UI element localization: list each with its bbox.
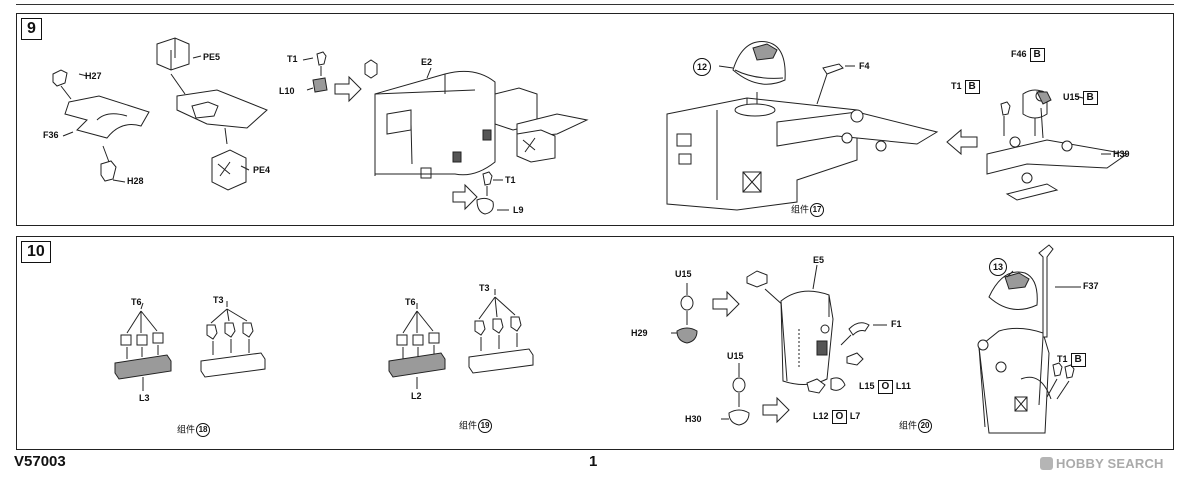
part-label-l3: L3 xyxy=(139,393,150,403)
assembly-number: 18 xyxy=(196,423,211,437)
step-number: 10 xyxy=(21,241,51,263)
part-label-h30: H30 xyxy=(685,414,702,424)
part-label-l15: L15 xyxy=(859,381,875,391)
page-number: 1 xyxy=(589,453,598,470)
part-label-l10: L10 xyxy=(279,86,295,96)
part-label-t3: T3 xyxy=(479,283,490,293)
sprue-tag: B xyxy=(1070,353,1086,367)
part-label-e5: E5 xyxy=(813,255,825,265)
part-label-f46: F46 xyxy=(1011,49,1027,59)
step-number: 9 xyxy=(21,18,42,40)
assembly-prefix: 组件 xyxy=(899,420,918,431)
sprue-tag: B xyxy=(964,80,980,94)
part-label-pe4: PE4 xyxy=(253,165,271,175)
part-label-h27: H27 xyxy=(85,71,102,81)
part-label-t3: T3 xyxy=(213,295,224,305)
part-label-pe5: PE5 xyxy=(203,52,221,62)
subassembly-number-13: 13 xyxy=(989,258,1007,276)
part-label-l12: L12 xyxy=(813,411,829,421)
watermark-logo-icon xyxy=(1040,457,1053,470)
step-9-illustration xyxy=(52,37,1129,215)
part-label-h39: H39 xyxy=(1113,149,1130,159)
top-rule xyxy=(16,4,1174,5)
step-9-panel: 9 xyxy=(16,13,1174,226)
part-label-f4: F4 xyxy=(859,61,870,71)
part-label-u15: U15 xyxy=(1063,92,1080,102)
sprue-tag: B xyxy=(1082,91,1098,105)
step-10-panel: 10 xyxy=(16,236,1174,450)
part-label-l9: L9 xyxy=(513,205,524,215)
part-label-t1: T1 xyxy=(1057,354,1068,364)
part-label-l7: L7 xyxy=(849,411,861,421)
option-tag: O xyxy=(831,410,848,424)
watermark: HOBBY SEARCH xyxy=(1040,456,1164,471)
part-label-l2: L2 xyxy=(411,391,422,401)
part-label-h28: H28 xyxy=(127,176,144,186)
product-code: V57003 xyxy=(14,453,66,470)
watermark-text: HOBBY SEARCH xyxy=(1056,456,1164,471)
part-label-l11: L11 xyxy=(895,381,911,391)
part-label-t1: T1 xyxy=(287,54,298,64)
part-label-e2: E2 xyxy=(421,57,433,67)
part-label-t1: T1 xyxy=(951,81,962,91)
step-10-illustration xyxy=(114,244,1081,434)
assembly-prefix: 组件 xyxy=(791,204,810,215)
assembly-number: 17 xyxy=(810,203,825,217)
assembly-prefix: 组件 xyxy=(459,420,478,431)
part-label-t6: T6 xyxy=(131,297,142,307)
assembly-prefix: 组件 xyxy=(177,424,196,435)
part-label-t6: T6 xyxy=(405,297,416,307)
sprue-tag: B xyxy=(1029,48,1045,62)
assembly-number: 20 xyxy=(918,419,933,433)
part-label-f37: F37 xyxy=(1083,281,1099,291)
option-tag: O xyxy=(877,380,894,394)
subassembly-number-12: 12 xyxy=(693,58,711,76)
part-label-f1: F1 xyxy=(891,319,902,329)
part-label-u15: U15 xyxy=(727,351,744,361)
part-label-h29: H29 xyxy=(631,328,648,338)
part-label-t1: T1 xyxy=(505,175,516,185)
part-label-u15: U15 xyxy=(675,269,692,279)
part-label-f36: F36 xyxy=(43,130,59,140)
assembly-number: 19 xyxy=(478,419,493,433)
